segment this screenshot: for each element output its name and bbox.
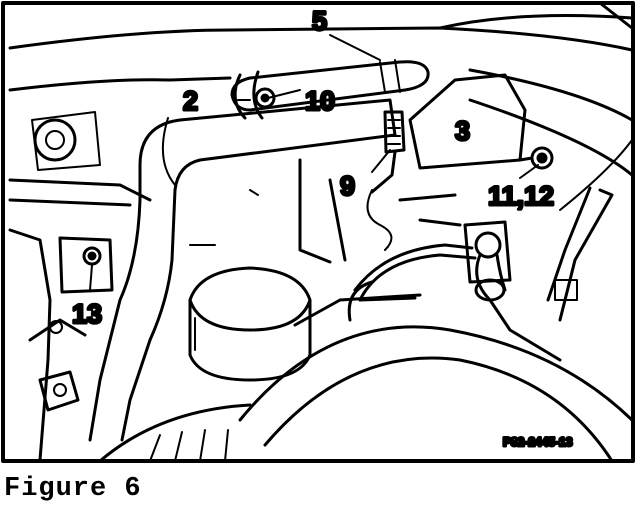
callout-9: 9 (340, 171, 355, 201)
callout-13: 13 (72, 299, 102, 329)
nut-11-12 (518, 146, 554, 170)
reference-code: P82-2445-13 (503, 435, 573, 449)
misc-lines (168, 76, 462, 264)
curved-pipe (88, 98, 397, 442)
callout-3: 3 (455, 116, 470, 146)
callout-2: 2 (183, 86, 198, 116)
callout-5: 5 (312, 6, 327, 36)
component-3 (408, 73, 527, 170)
grille (28, 318, 252, 463)
left-panel (8, 198, 132, 462)
diagram-frame (1, 1, 635, 463)
leader-lines (89, 34, 539, 291)
right-lines (468, 68, 634, 322)
lower-hose (238, 293, 634, 463)
left-connector (31, 111, 101, 171)
clip-9 (366, 110, 406, 251)
figure-caption: Figure 6 (4, 474, 142, 504)
wiring (347, 243, 477, 322)
coolant-hose (230, 59, 430, 112)
engine-bay-diagram: 5 10 2 3 9 11,12 13 P82-2445-13 (1, 1, 635, 463)
callout-10: 10 (305, 86, 335, 116)
filter-cap (188, 266, 312, 382)
callout-11-12: 11,12 (488, 181, 554, 211)
sensor-assembly (463, 220, 562, 362)
